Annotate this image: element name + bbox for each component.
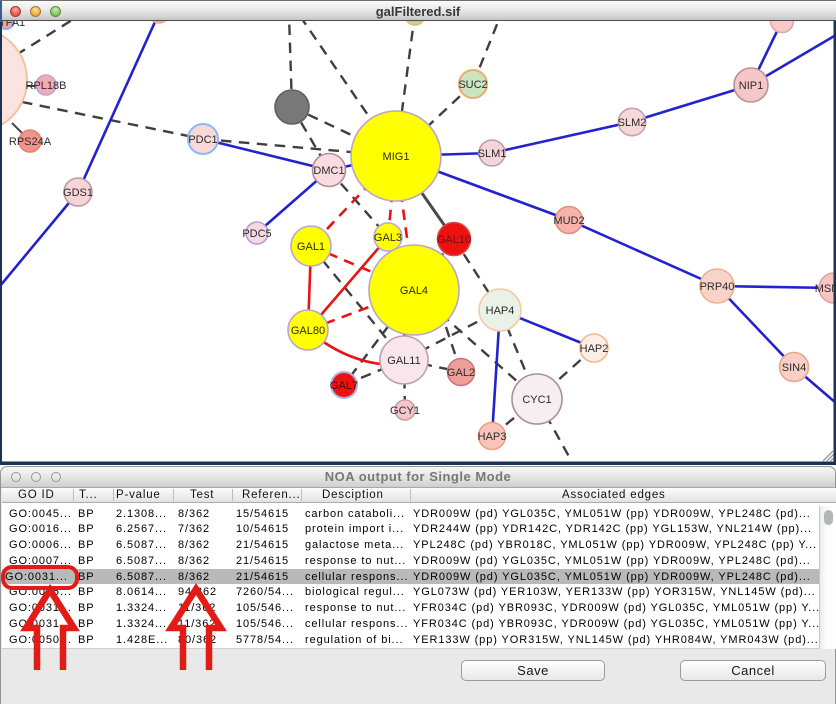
svg-text:SIN4: SIN4 <box>782 362 806 374</box>
svg-text:MSN5: MSN5 <box>815 283 836 295</box>
svg-text:MUD2: MUD2 <box>553 215 584 227</box>
svg-text:GAL4: GAL4 <box>400 285 428 297</box>
svg-text:SLM1: SLM1 <box>478 148 507 160</box>
svg-text:GDS1: GDS1 <box>63 187 93 199</box>
svg-text:GAL3: GAL3 <box>374 232 402 244</box>
svg-text:SUC2: SUC2 <box>458 79 487 91</box>
svg-text:GCY1: GCY1 <box>390 405 420 417</box>
svg-text:GAL10: GAL10 <box>437 234 471 246</box>
svg-text:GAL7: GAL7 <box>330 380 358 392</box>
svg-text:PDC5: PDC5 <box>242 228 271 240</box>
svg-text:RPS24A: RPS24A <box>9 136 52 148</box>
svg-text:PDC1: PDC1 <box>188 134 217 146</box>
svg-text:GAL1: GAL1 <box>297 241 325 253</box>
svg-text:CYC1: CYC1 <box>522 394 551 406</box>
svg-text:GAL80: GAL80 <box>291 325 325 337</box>
svg-text:DMC1: DMC1 <box>313 165 344 177</box>
svg-text:HAP2: HAP2 <box>580 343 609 355</box>
svg-text:GAL11: GAL11 <box>387 355 420 367</box>
svg-text:PRP40: PRP40 <box>700 281 735 293</box>
svg-text:MIG1: MIG1 <box>383 151 410 163</box>
svg-text:GAL2: GAL2 <box>447 367 475 379</box>
svg-text:HAP3: HAP3 <box>478 431 507 443</box>
svg-text:HAP4: HAP4 <box>486 305 515 317</box>
svg-text:RPL18B: RPL18B <box>26 80 67 92</box>
svg-text:NIP1: NIP1 <box>739 80 763 92</box>
svg-text:TFA1: TFA1 <box>0 21 25 29</box>
svg-text:SLM2: SLM2 <box>618 117 647 129</box>
